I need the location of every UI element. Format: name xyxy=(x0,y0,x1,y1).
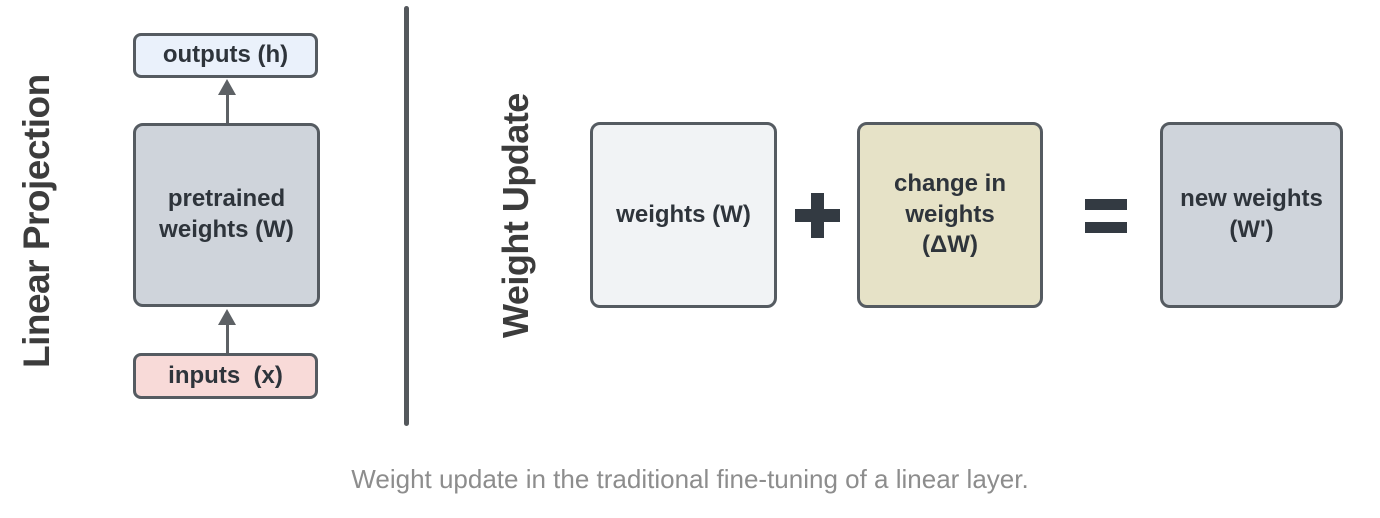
arrow-stem xyxy=(225,95,229,123)
outputs-box: outputs (h) xyxy=(133,33,318,78)
plus-vertical-bar xyxy=(811,193,824,238)
plus-operator-icon xyxy=(795,193,840,238)
left-panel-title: Linear Projection xyxy=(16,74,57,368)
arrow-stem xyxy=(225,325,229,353)
inputs-box: inputs (x) xyxy=(133,353,318,399)
change-in-weights-label: change in weights (ΔW) xyxy=(893,169,1007,259)
equals-operator-icon xyxy=(1085,199,1127,233)
outputs-box-label: outputs (h) xyxy=(162,41,289,69)
new-weights-box: new weights (W') xyxy=(1160,122,1343,308)
equals-bottom-bar xyxy=(1085,222,1127,233)
figure-caption: Weight update in the traditional fine-tu… xyxy=(351,464,1029,494)
weights-box-label: weights (W) xyxy=(616,200,751,228)
weights-box: weights (W) xyxy=(590,122,777,308)
pretrained-weights-box: pretrained weights (W) xyxy=(133,123,320,307)
arrow-head xyxy=(218,79,236,95)
right-panel-title: Weight Update xyxy=(495,93,536,339)
pretrained-weights-label: pretrained weights (W) xyxy=(159,185,294,243)
change-in-weights-box: change in weights (ΔW) xyxy=(857,122,1043,308)
arrow-up-icon xyxy=(218,79,236,123)
inputs-box-label: inputs (x) xyxy=(168,361,283,389)
arrow-up-icon xyxy=(218,309,236,353)
new-weights-label: new weights (W') xyxy=(1180,185,1323,243)
equals-top-bar xyxy=(1085,199,1127,210)
arrow-head xyxy=(218,309,236,325)
panel-divider xyxy=(404,6,409,426)
